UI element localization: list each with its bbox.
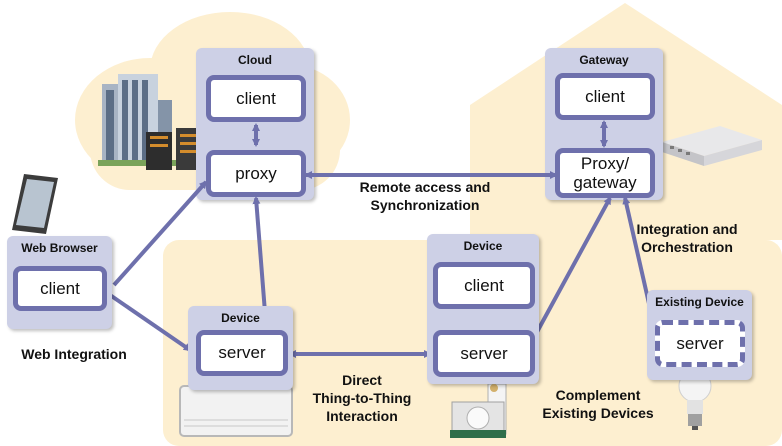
- panel-title: Gateway: [579, 53, 629, 67]
- device-center-client-node: client: [433, 262, 535, 309]
- integration-label: Integration and Orchestration: [636, 221, 738, 255]
- panel-title: Device: [463, 239, 503, 253]
- device-left-panel: Device server: [188, 306, 293, 390]
- gateway-client-node: client: [555, 73, 655, 120]
- router-icon: [662, 126, 762, 166]
- tablet-icon: [12, 174, 58, 234]
- device-center-panel: Device client server: [427, 234, 539, 384]
- complement-label: Complement Existing Devices: [542, 387, 654, 421]
- web-integration-label: Web Integration: [21, 346, 127, 362]
- existing-device-panel: Existing Device server: [647, 290, 752, 380]
- web-client-node: client: [13, 266, 107, 311]
- existing-server-node: server: [655, 320, 745, 367]
- motion-sensor-icon: [450, 383, 507, 438]
- panel-title: Existing Device: [655, 295, 744, 309]
- panel-title: Cloud: [238, 53, 272, 67]
- panel-title: Device: [221, 311, 260, 325]
- panel-title: Web Browser: [21, 241, 98, 255]
- cloud-client-node: client: [206, 75, 306, 122]
- device-left-server-node: server: [196, 330, 288, 376]
- cloud-proxy-node: proxy: [206, 150, 306, 197]
- device-center-server-node: server: [433, 330, 535, 377]
- direct-label: Direct Thing-to-Thing Interaction: [312, 372, 412, 424]
- web-browser-panel: Web Browser client: [7, 236, 112, 329]
- remote-access-label: Remote access and Synchronization: [359, 179, 491, 213]
- air-conditioner-icon: [179, 385, 293, 437]
